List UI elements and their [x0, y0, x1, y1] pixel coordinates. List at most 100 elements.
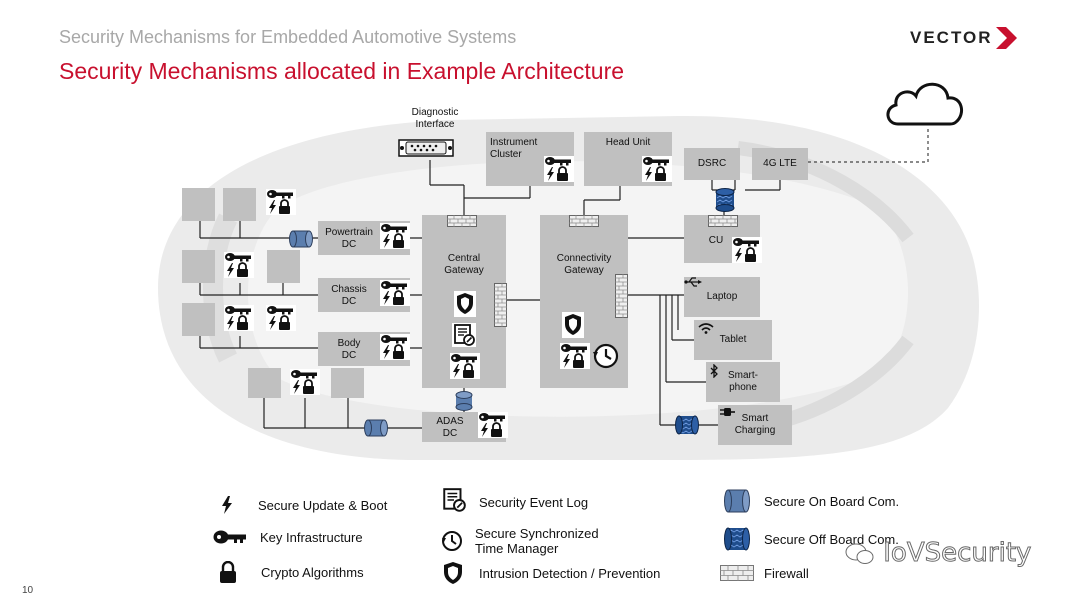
- legend-secure-update: Secure Update & Boot: [220, 496, 387, 514]
- ecu-block: [267, 250, 300, 283]
- chassis-dc-block: Chassis DC: [318, 278, 410, 312]
- firewall-icon: [615, 274, 628, 323]
- laptop-block: Laptop: [684, 277, 760, 317]
- key-lock-icon: [642, 156, 672, 187]
- legend-event-log: Security Event Log: [441, 487, 588, 518]
- lightning-icon: [222, 496, 232, 514]
- tablet-block: Tablet: [694, 320, 772, 360]
- key-icon: [213, 530, 246, 544]
- cu-block: CU: [684, 215, 762, 263]
- legend-label: Key Infrastructure: [260, 529, 363, 545]
- body-dc-block: Body DC: [318, 332, 410, 366]
- firewall-icon: [447, 214, 477, 232]
- legend-label: Secure On Board Com.: [764, 493, 900, 509]
- firewall-icon: [494, 283, 507, 332]
- key-lock-icon: [224, 252, 254, 283]
- clock-icon: [442, 531, 462, 551]
- presentation-subtitle: Security Mechanisms for Embedded Automot…: [59, 27, 517, 47]
- adas-dc-label: ADAS DC: [436, 416, 464, 439]
- obd-connector-icon: [398, 139, 454, 157]
- key-lock-icon: [266, 305, 296, 336]
- off-board-com-icon: [715, 188, 735, 217]
- smartphone-block: Smart- phone: [706, 362, 780, 402]
- laptop-label: Laptop: [706, 291, 738, 302]
- ecu-block: [248, 368, 281, 398]
- time-manager-icon: [592, 342, 620, 375]
- key-lock-icon: [380, 280, 410, 311]
- connectivity-gateway-label: Connectivity Gateway: [556, 253, 612, 276]
- instrument-cluster-label: Instrument Cluster: [490, 137, 538, 160]
- usb-icon: [684, 277, 702, 287]
- vector-logo: VECTOR: [910, 27, 1017, 49]
- key-lock-icon: [478, 412, 508, 443]
- head-unit-label: Head Unit: [605, 137, 651, 148]
- off-board-com-icon: [675, 415, 699, 440]
- off-board-com-icon: [724, 527, 750, 551]
- legend-time-manager: Secure Synchronized Time Manager: [441, 526, 599, 556]
- lte-block: 4G LTE: [752, 148, 808, 180]
- on-board-com-icon: [289, 230, 313, 253]
- shield-icon: [562, 312, 584, 343]
- key-lock-icon: [290, 369, 320, 400]
- head-unit-block: Head Unit: [584, 132, 672, 186]
- powertrain-dc-label: Powertrain DC: [325, 227, 373, 250]
- body-dc-label: Body DC: [337, 338, 361, 361]
- shield-icon: [454, 291, 476, 322]
- ecu-block: [182, 188, 215, 221]
- ecu-block: [182, 303, 215, 336]
- key-lock-icon: [544, 156, 574, 187]
- legend-label: Intrusion Detection / Prevention: [479, 565, 661, 581]
- slide-title: Security Mechanisms allocated in Example…: [59, 58, 625, 84]
- cu-label: CU: [708, 235, 724, 246]
- firewall-icon: [720, 565, 754, 581]
- on-board-com-icon: [724, 489, 750, 513]
- watermark-text: IoVSecurity: [883, 538, 1032, 569]
- page-number: 10: [22, 585, 34, 596]
- key-lock-icon: [224, 305, 254, 336]
- tablet-label: Tablet: [719, 334, 747, 345]
- legend-firewall: Firewall: [720, 565, 809, 581]
- wechat-icon: [845, 543, 874, 564]
- firewall-icon: [569, 214, 599, 232]
- chassis-dc-label: Chassis DC: [331, 284, 367, 307]
- central-gateway-label: Central Gateway: [444, 253, 484, 276]
- smartphone-label: Smart- phone: [728, 370, 758, 393]
- legend-ids: Intrusion Detection / Prevention: [443, 561, 660, 585]
- event-log-icon: [452, 323, 476, 352]
- ecu-block: [223, 188, 256, 221]
- ecu-block: [331, 368, 364, 398]
- legend-label: Firewall: [764, 565, 809, 581]
- central-gateway-block: Central Gateway: [422, 215, 506, 388]
- dsrc-block: DSRC: [684, 148, 740, 180]
- key-lock-icon: [560, 343, 590, 374]
- watermark: IoVSecurity: [845, 538, 1032, 569]
- shield-icon: [444, 562, 462, 584]
- adas-dc-block: ADAS DC: [422, 412, 508, 443]
- legend-key-infrastructure: Key Infrastructure: [213, 529, 363, 545]
- legend-on-board: Secure On Board Com.: [724, 489, 899, 513]
- legend-crypto: Crypto Algorithms: [219, 561, 364, 583]
- legend-label: Secure Synchronized Time Manager: [475, 526, 599, 556]
- lte-label: 4G LTE: [763, 158, 797, 169]
- smart-charging-label: Smart Charging: [734, 413, 776, 436]
- lock-icon: [220, 561, 236, 583]
- key-lock-icon: [380, 334, 410, 365]
- key-lock-icon: [380, 223, 410, 254]
- on-board-com-icon: [455, 391, 473, 416]
- dsrc-label: DSRC: [697, 158, 727, 169]
- legend-off-board: Secure Off Board Com.: [724, 527, 899, 551]
- on-board-com-icon: [364, 419, 388, 442]
- legend-label: Secure Off Board Com.: [764, 531, 899, 547]
- plug-icon: [720, 408, 735, 416]
- legend-label: Crypto Algorithms: [261, 564, 364, 580]
- legend-label: Security Event Log: [479, 495, 589, 510]
- event-log-icon: [441, 487, 467, 518]
- cloud-icon: [886, 82, 964, 126]
- firewall-icon: [708, 214, 738, 232]
- key-lock-icon: [732, 237, 762, 268]
- ecu-block: [182, 250, 215, 283]
- connectivity-gateway-block: Connectivity Gateway: [540, 215, 628, 388]
- wifi-icon: [698, 323, 714, 334]
- logo-text: VECTOR: [910, 28, 993, 47]
- legend-label: Secure Update & Boot: [258, 497, 388, 513]
